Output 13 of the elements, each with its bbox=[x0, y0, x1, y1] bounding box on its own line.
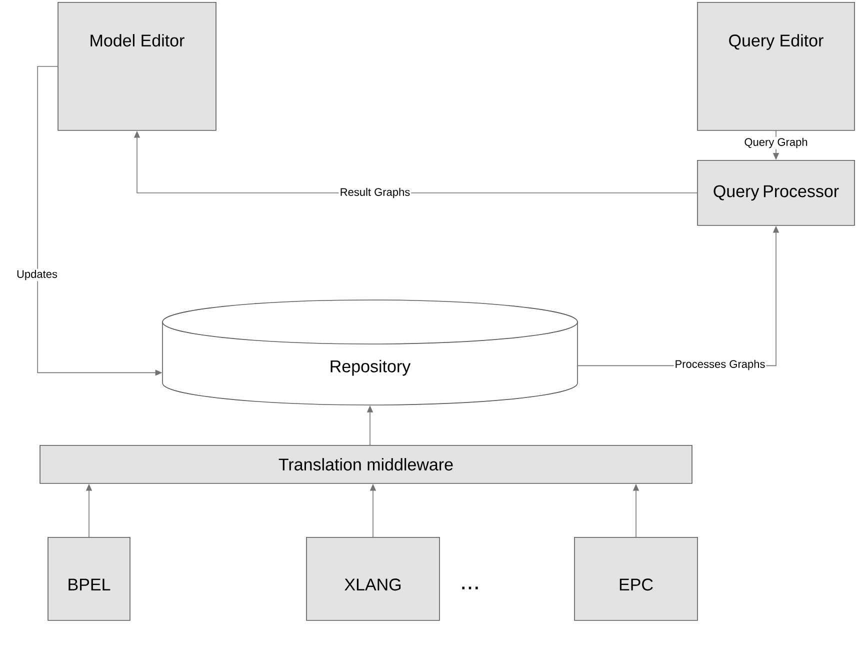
ellipsis-label: ... bbox=[462, 586, 478, 590]
process-box: EPC bbox=[574, 537, 698, 621]
process-box: Query Processor bbox=[697, 160, 855, 226]
process-box: Query Editor bbox=[697, 2, 855, 131]
process-box: XLANG bbox=[306, 537, 440, 621]
edge-label: Result Graphs bbox=[338, 186, 412, 200]
process-box: BPEL bbox=[48, 537, 130, 621]
process-box: Translation middleware bbox=[40, 445, 692, 484]
repository-cylinder: Repository bbox=[162, 300, 578, 406]
edge-label: Query Graph bbox=[743, 136, 809, 150]
process-box: Model Editor bbox=[58, 2, 216, 131]
edge-label: Updates bbox=[16, 268, 58, 282]
edge-label: Processes Graphs bbox=[674, 358, 766, 372]
